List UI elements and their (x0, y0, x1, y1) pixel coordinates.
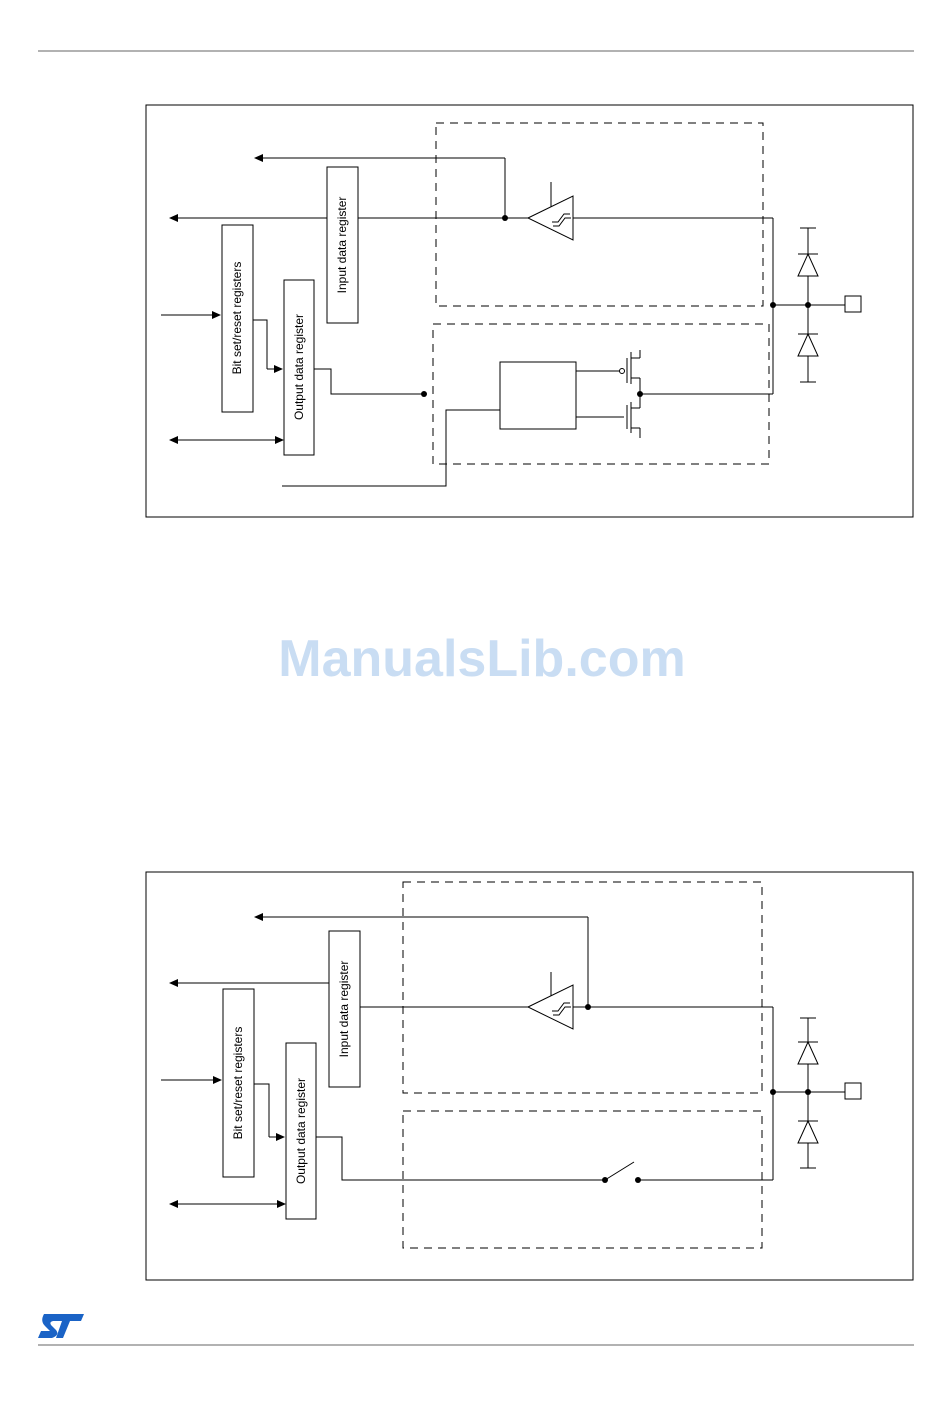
bitset-register-label: Bit set/reset registers (230, 262, 244, 375)
figure-top-frame (146, 105, 913, 517)
io-pin (845, 296, 861, 312)
input-driver-block (436, 123, 763, 306)
bitset-register-label-bottom: Bit set/reset registers (231, 1027, 245, 1140)
input-driver-block-bottom (403, 882, 762, 1093)
io-pin-bottom (845, 1083, 861, 1099)
figure-bottom-frame (146, 872, 913, 1280)
diode-upper-bottom (798, 1042, 818, 1064)
input-data-register-label-bottom: Input data register (337, 961, 351, 1058)
output-control-box (500, 362, 576, 429)
diode-lower (798, 334, 818, 356)
input-data-register-label: Input data register (335, 197, 349, 294)
figure-bottom (146, 872, 913, 1280)
st-logo (38, 1314, 84, 1338)
diode-lower-bottom (798, 1121, 818, 1143)
diode-upper (798, 254, 818, 276)
output-data-register-label-bottom: Output data register (294, 1078, 308, 1184)
figure-top (146, 105, 913, 517)
output-switch (605, 1162, 634, 1180)
output-data-register-label: Output data register (292, 314, 306, 420)
watermark-text: ManualsLib.com (278, 630, 685, 688)
